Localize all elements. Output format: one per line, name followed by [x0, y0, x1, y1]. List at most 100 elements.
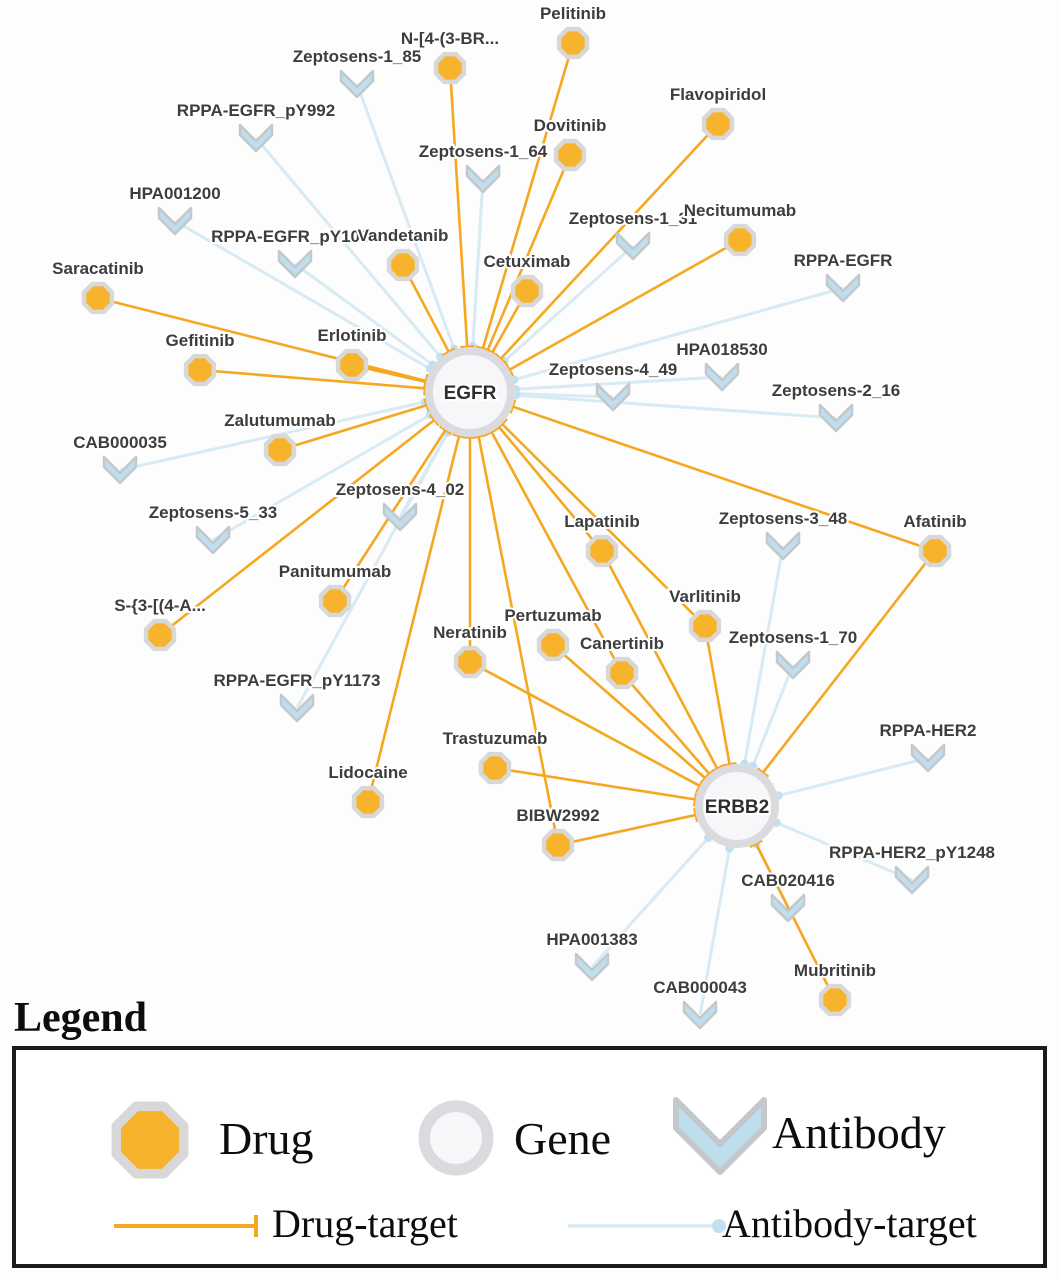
drug-node[interactable] [335, 348, 369, 382]
antibody-node-label: Zeptosens-2_16 [772, 381, 901, 400]
drug-edge-tee [460, 345, 475, 350]
antibody-node[interactable] [574, 952, 610, 982]
drug-target-edge [761, 550, 937, 774]
drug-node[interactable] [818, 983, 852, 1017]
antibody-node[interactable] [894, 865, 930, 895]
drug-node[interactable] [453, 645, 487, 679]
antibody-node[interactable] [818, 403, 854, 433]
antibody-node[interactable] [382, 502, 418, 532]
drug-node[interactable] [536, 628, 570, 662]
drug-node[interactable] [701, 107, 735, 141]
antibody-node[interactable] [279, 693, 315, 723]
drug-node[interactable] [433, 51, 467, 85]
drug-node[interactable] [723, 223, 757, 257]
antibody-node-label: RPPA-HER2_pY1248 [829, 843, 995, 862]
gene-legend-label: Gene [514, 1113, 612, 1164]
drug-node[interactable] [541, 828, 575, 862]
antibody-target-edge [743, 545, 785, 764]
drug-edge-tee [471, 433, 486, 439]
drug-node-label: Zalutumumab [224, 411, 335, 430]
drug-target-edge [199, 368, 426, 390]
drug-node-label: Cetuximab [484, 252, 571, 271]
antibody-node[interactable] [157, 206, 193, 236]
antibody-node-label: Zeptosens-4_02 [336, 480, 465, 499]
drug-target-edge [621, 672, 711, 776]
antibody-legend-icon [673, 1097, 767, 1175]
drug-node[interactable] [510, 274, 544, 308]
drug-edge-tee [484, 426, 499, 437]
drug-edge-tee [703, 768, 716, 780]
antibody-node[interactable] [102, 455, 138, 485]
drug-target-edge [508, 238, 741, 372]
legend-box: Drug Gene Antibody Drug-target Antibody-… [12, 1046, 1047, 1268]
antibody-node-label: Zeptosens-1_31 [569, 209, 698, 228]
drug-node[interactable] [556, 26, 590, 60]
antibody-node[interactable] [765, 531, 801, 561]
antibody-node[interactable] [595, 382, 631, 412]
antibody-target-edge [751, 664, 795, 767]
antibody-node[interactable] [195, 525, 231, 555]
drug-node[interactable] [351, 785, 385, 819]
antibody-target-edge [698, 848, 731, 1016]
antibody-node[interactable] [704, 362, 740, 392]
antibody-node-label: HPA001200 [129, 184, 220, 203]
antibody-target-edge [295, 431, 450, 709]
drug-node[interactable] [688, 609, 722, 643]
drug-target-edge [703, 625, 731, 765]
drug-node-label: Panitumumab [279, 562, 391, 581]
antibody-node[interactable] [775, 650, 811, 680]
antibody-node[interactable] [277, 249, 313, 279]
drug-node-label: Saracatinib [52, 259, 144, 278]
drug-node[interactable] [318, 584, 352, 618]
drug-node[interactable] [81, 281, 115, 315]
drug-node[interactable] [553, 138, 587, 172]
drug-node-label: Neratinib [433, 623, 507, 642]
antibody-node[interactable] [825, 273, 861, 303]
antibody-node[interactable] [682, 1000, 718, 1030]
drug-node-label: Varlitinib [669, 587, 741, 606]
antibody-node[interactable] [910, 743, 946, 773]
antibody-node-label: Zeptosens-3_48 [719, 509, 848, 528]
drug-edge-tee [429, 413, 441, 427]
drug-node[interactable] [585, 534, 619, 568]
drug-target-edge [499, 123, 719, 360]
drug-target-edge [490, 430, 624, 674]
drug-edges-layer [97, 42, 937, 1001]
drug-edge-tee [722, 761, 737, 768]
drug-node-label: Pelitinib [540, 4, 606, 23]
antibody-node[interactable] [615, 231, 651, 261]
drug-node[interactable] [263, 433, 297, 467]
drug-node[interactable] [183, 353, 217, 387]
antibody-node-label: RPPA-EGFR_pY992 [177, 101, 335, 120]
antibody-target-legend-label: Antibody-target [722, 1201, 977, 1246]
drug-edge-tee [504, 363, 514, 377]
antibody-node[interactable] [339, 69, 375, 99]
antibody-node-label: RPPA-EGFR [794, 251, 893, 270]
drug-target-edge [557, 813, 697, 847]
antibody-target-edge [294, 262, 434, 367]
antibody-node[interactable] [770, 893, 806, 923]
gene-node[interactable] [425, 347, 515, 437]
drug-node[interactable] [605, 656, 639, 690]
drug-node[interactable] [386, 248, 420, 282]
antibody-node[interactable] [465, 164, 501, 194]
drug-node[interactable] [143, 618, 177, 652]
drug-target-edge [512, 405, 936, 553]
legend-title: Legend [14, 995, 148, 1041]
antibody-node-label: Zeptosens-1_70 [729, 628, 858, 647]
antibody-node-label: HPA018530 [676, 340, 767, 359]
drug-node[interactable] [918, 534, 952, 568]
antibody-node[interactable] [238, 123, 274, 153]
drug-node-label: Necitumumab [684, 201, 796, 220]
antibody-node-label: RPPA-EGFR_pY1173 [214, 671, 381, 690]
drug-target-edge [481, 42, 575, 350]
antibody-legend-label: Antibody [772, 1107, 946, 1158]
drug-node[interactable] [478, 751, 512, 785]
gene-node[interactable] [695, 764, 779, 848]
antibody-target-edge [212, 413, 431, 542]
drug-node-label: Dovitinib [534, 116, 607, 135]
nodes-layer [81, 26, 952, 1030]
antibody-legend-chevron [673, 1097, 767, 1175]
